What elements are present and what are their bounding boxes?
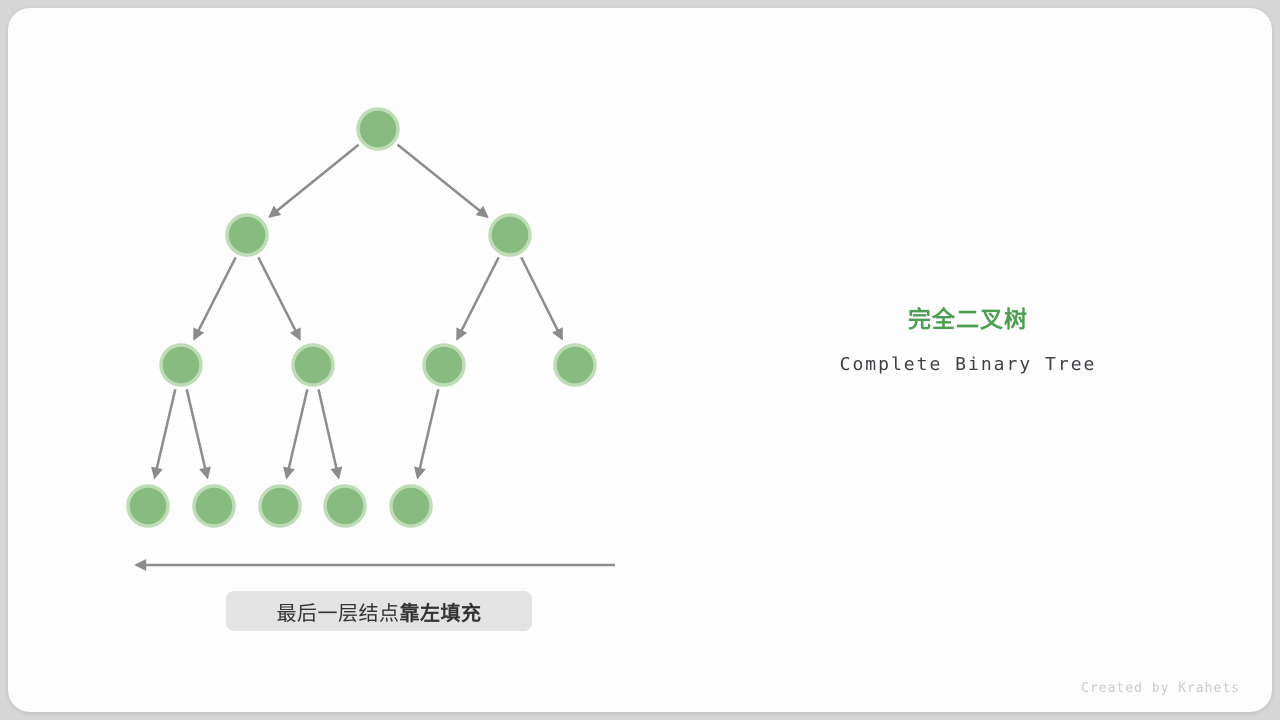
tree-node [291,343,335,387]
diagram-title-zh: 完全二叉树 [908,306,1028,332]
tree-node [258,484,302,528]
tree-edge [520,256,564,341]
tree-edge [317,389,343,480]
tree-edge [456,256,500,341]
caption-text: 最后一层结点 [276,602,400,625]
title-block: 完全二叉树 Complete Binary Tree [798,300,1138,375]
tree-node [159,343,203,387]
credit-text: Created by Krahets [1081,681,1240,696]
tree-node [192,484,236,528]
diagram-title-en: Complete Binary Tree [839,354,1097,375]
tree-node [389,484,433,528]
tree-edge [283,389,309,480]
tree-node [323,484,367,528]
caption-text-bold: 靠左填充 [399,602,482,625]
tree-node [126,484,170,528]
tree-node [553,343,597,387]
tree-edge [396,143,489,218]
caption-badge: 最后一层结点靠左填充 [226,591,532,631]
tree-edge [193,256,237,341]
tree-node [356,107,400,151]
tree-node [488,213,532,257]
tree-node [422,343,466,387]
tree-edge [151,389,177,480]
tree-edge [257,256,301,341]
canvas-card [8,8,1272,712]
tree-node [225,213,269,257]
tree-edge [414,389,440,480]
tree-edge [185,389,211,480]
tree-edge [268,143,360,218]
